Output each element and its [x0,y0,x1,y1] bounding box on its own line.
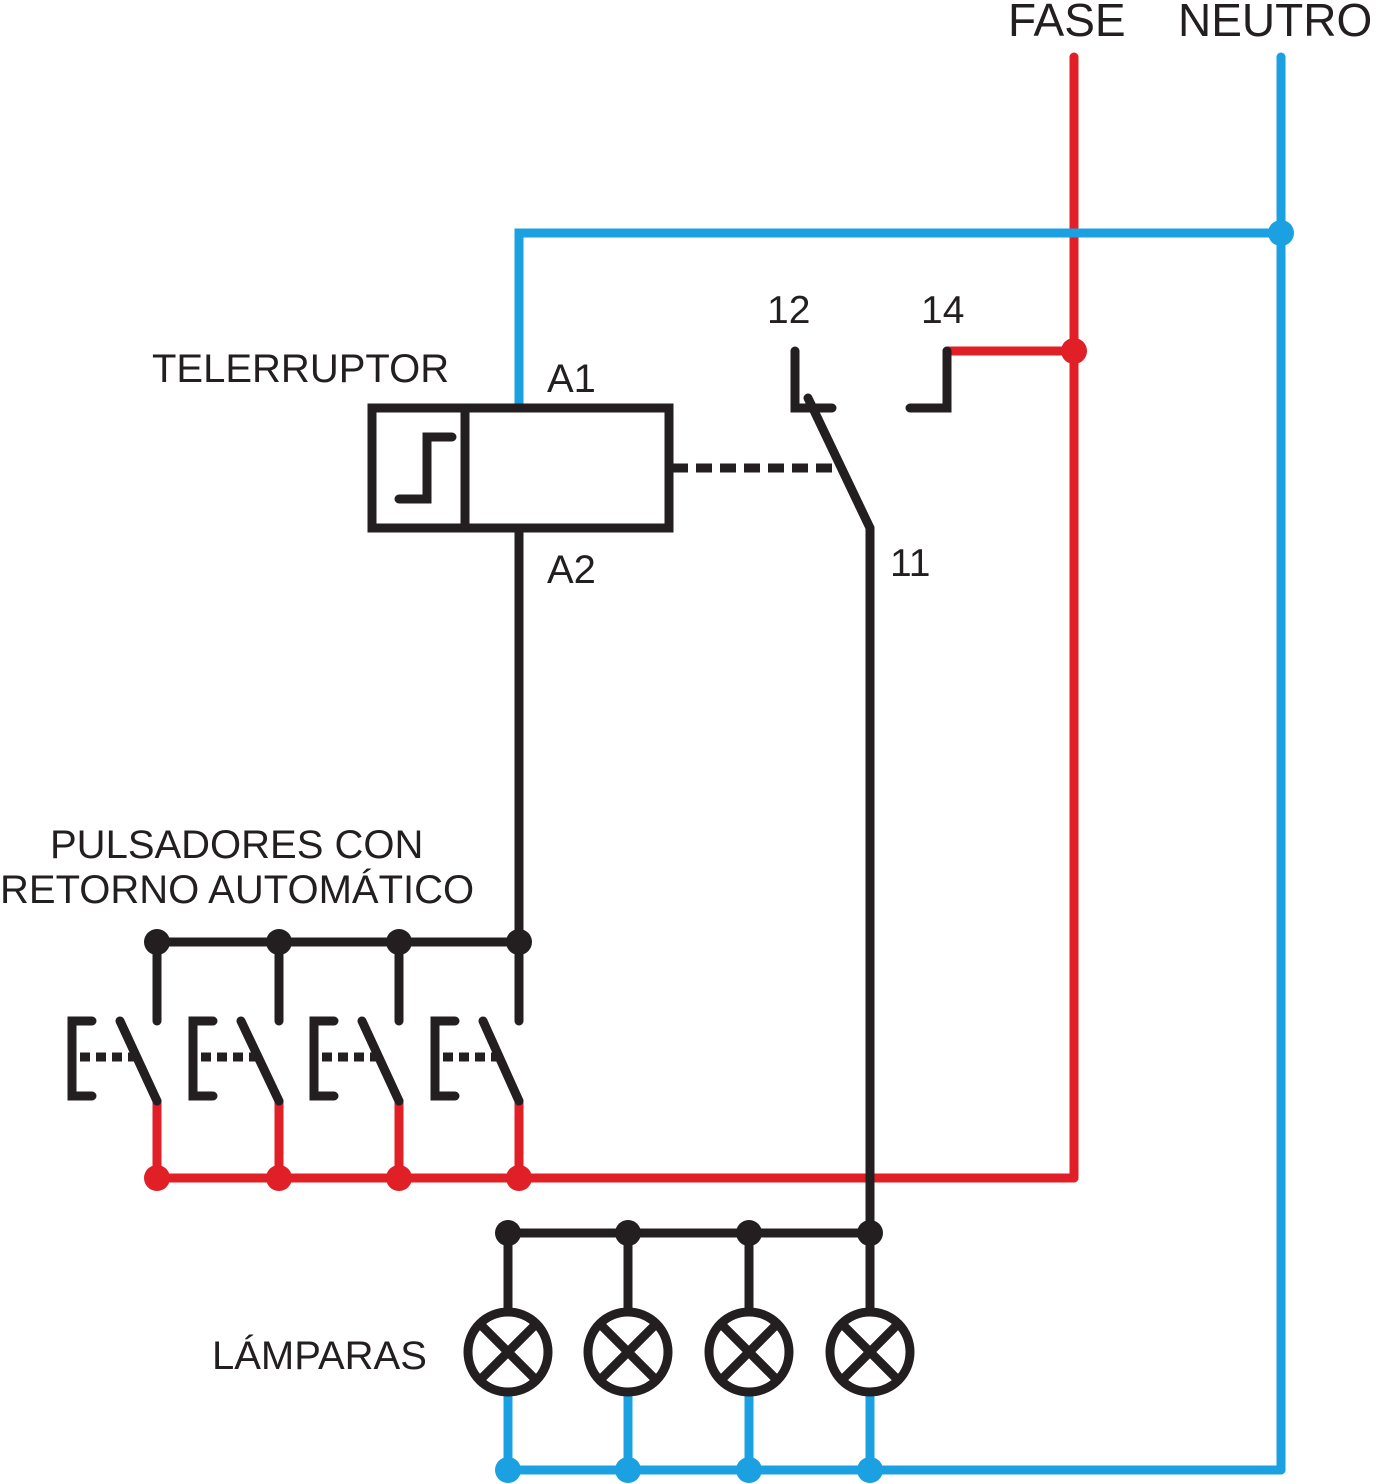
lamp-2 [583,1228,673,1397]
pushbutton-1 [67,937,162,1106]
neutro-junction-dot [1268,220,1294,246]
lamp-1 [463,1228,553,1397]
neutro-bus-dot [495,1457,521,1483]
pushbutton-actuator-icon [430,1016,460,1101]
fase-bus-dot [386,1165,412,1191]
pushbutton-contact [236,1016,284,1106]
telerruptor-label: TELERRUPTOR [152,347,449,391]
terminal-14-label: 14 [921,289,964,332]
lamparas-label: LÁMPARAS [212,1333,427,1378]
pushbutton-bus [144,929,532,955]
neutro-label: NEUTRO [1178,0,1372,46]
fase-bus-dot [144,1165,170,1191]
contact-11-lever [803,393,875,1238]
pushbutton-actuator-icon [188,1016,218,1101]
lamp-icon [825,1307,915,1397]
neutro-bus-dot [615,1457,641,1483]
lamp-icon [583,1307,673,1397]
neutro-bus-dot [857,1457,883,1483]
terminal-a2-label: A2 [547,548,596,592]
neutro-to-coil-a1 [514,228,1286,413]
neutro-wiring [495,52,1294,1483]
terminal-12-label: 12 [767,289,810,332]
coil-box [367,403,674,533]
lamp-bus [495,1220,883,1246]
lamp-icon [704,1307,794,1397]
terminal-11-label: 11 [890,542,931,585]
fase-wiring [144,52,1087,1191]
lamp-4 [825,1228,915,1397]
pushbutton-3 [309,937,404,1106]
pushbutton-contact [478,1016,524,1106]
pulsadores-label-line2: RETORNO AUTOMÁTICO [0,867,474,912]
pushbutton-2 [188,937,284,1106]
fase-bus-dot [506,1165,532,1191]
terminal-a1-label: A1 [547,357,596,401]
contact-12 [790,346,837,413]
pushbutton-4 [430,937,524,1106]
pushbutton-contact [115,1016,162,1106]
pushbutton-actuator-icon [309,1016,339,1101]
fase-junction-dot [1061,338,1087,364]
fase-bus-dot [266,1165,292,1191]
neutro-bus-dot [736,1457,762,1483]
pulsadores-label-line1: PULSADORES CON [50,823,423,867]
changeover-contact [790,346,952,1238]
step-symbol-icon [394,432,457,504]
telerruptor-coil [367,403,674,947]
pushbutton-actuator-icon [67,1016,97,1101]
lamp-icon [463,1307,553,1397]
fase-label: FASE [1008,0,1126,46]
pushbutton-contact [357,1016,404,1106]
lamp-3 [704,1228,794,1397]
contact-14 [905,346,952,413]
